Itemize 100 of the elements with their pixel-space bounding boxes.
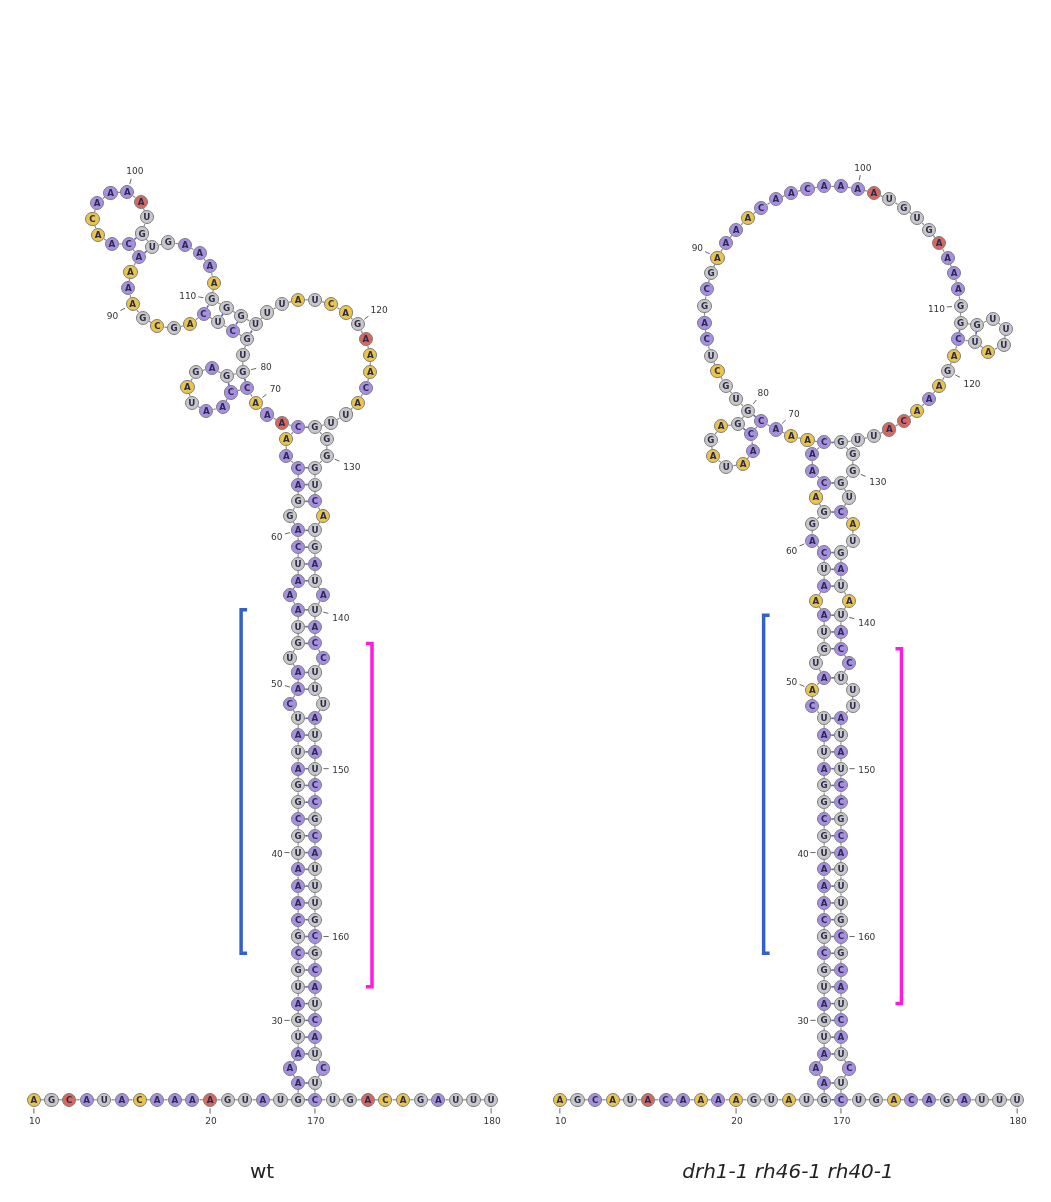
position-number: 140	[332, 613, 350, 622]
nucleotide-circle	[196, 306, 211, 321]
base-letter: G	[170, 323, 178, 333]
position-number: 90	[106, 311, 119, 321]
base-letter: C	[154, 321, 161, 331]
backbone-line	[317, 694, 321, 699]
backbone-line	[703, 312, 706, 317]
base-letter: C	[227, 388, 235, 397]
base-letter: A	[744, 213, 752, 223]
nucleotide-circle	[947, 266, 962, 281]
backbone-line	[314, 758, 316, 763]
backbone-line	[314, 1026, 316, 1031]
nucleotide-circle	[307, 879, 322, 894]
base-pair-line	[304, 688, 309, 691]
nucleotide-circle	[817, 545, 832, 560]
backbone-line	[292, 709, 296, 713]
backbone-line	[843, 1059, 847, 1063]
backbone-line	[823, 892, 825, 897]
backbone-line	[94, 224, 97, 229]
nucleotide-circle	[939, 1092, 954, 1107]
base-letter: C	[362, 383, 370, 393]
backbone-line	[202, 369, 206, 371]
base-pair-line	[975, 331, 978, 336]
backbone-line	[949, 263, 952, 268]
base-letter: C	[311, 797, 319, 807]
backbone-line	[704, 329, 707, 334]
base-letter: G	[925, 225, 933, 235]
nucleotide-circle	[719, 459, 734, 474]
base-letter: G	[872, 1095, 880, 1105]
backbone-line	[729, 234, 733, 239]
base-letter: G	[973, 320, 981, 330]
base-pair-line	[304, 952, 309, 955]
backbone-line	[317, 1059, 321, 1063]
backbone-line	[259, 316, 264, 321]
nucleotide-circle	[358, 331, 373, 346]
base-letter: U	[469, 1095, 478, 1105]
nucleotide-circle	[800, 433, 815, 448]
backbone-line	[845, 516, 849, 520]
base-letter: A	[206, 1095, 214, 1105]
base-letter: G	[323, 434, 331, 444]
backbone-line	[766, 202, 771, 205]
position-number: 70	[788, 409, 800, 419]
backbone-line	[314, 633, 316, 637]
nucleotide-circle	[932, 378, 947, 393]
nucleotide-circle	[845, 699, 860, 714]
base-letter: U	[311, 1049, 319, 1059]
base-letter: A	[960, 1095, 968, 1105]
base-pair-line	[742, 427, 747, 431]
nucleotide-circle	[307, 682, 322, 697]
backbone-line	[367, 378, 370, 382]
base-letter: A	[679, 1095, 687, 1105]
nucleotide-circle	[729, 391, 744, 407]
base-letter: A	[259, 1095, 267, 1105]
backbone-line	[297, 842, 299, 847]
base-letter: U	[294, 848, 302, 857]
nucleotide-circle	[710, 364, 725, 379]
nucleotide-circle	[711, 1092, 726, 1107]
position-number: 50	[785, 677, 798, 687]
backbone-line	[314, 553, 316, 558]
position-number: 90	[691, 243, 704, 253]
nucleotide-circle	[307, 494, 322, 509]
base-letter: A	[950, 268, 958, 278]
backbone-line	[823, 621, 825, 626]
nucleotide-circle	[291, 728, 306, 743]
base-letter: A	[294, 684, 302, 694]
backbone-line	[840, 791, 842, 796]
base-letter: C	[320, 1064, 327, 1073]
nucleotide-circle	[215, 399, 230, 415]
nucleotide-circle	[817, 996, 832, 1011]
backbone-line	[732, 464, 737, 467]
backbone-line	[314, 1043, 316, 1048]
backbone-line	[158, 243, 163, 246]
backbone-line	[840, 842, 842, 847]
base-letter: C	[837, 1016, 845, 1025]
base-letter: U	[626, 1095, 634, 1105]
backbone-line	[955, 345, 958, 350]
backbone-line	[93, 208, 96, 213]
nucleotide-circle	[730, 417, 745, 432]
backbone-line	[921, 222, 925, 226]
base-letter: C	[294, 542, 302, 552]
nucleotide-circle	[866, 185, 881, 200]
base-letter: A	[772, 195, 780, 204]
backbone-line	[242, 361, 244, 366]
nucleotide-circle	[307, 946, 322, 961]
backbone-line	[932, 390, 936, 395]
backbone-line	[847, 1099, 853, 1101]
backbone-line	[840, 942, 842, 947]
backbone-line	[823, 1026, 825, 1031]
base-letter: A	[137, 197, 145, 206]
backbone-line	[845, 475, 849, 479]
backbone-line	[566, 1099, 571, 1101]
backbone-line	[297, 859, 299, 863]
base-letter: C	[837, 932, 845, 941]
base-letter: C	[837, 644, 845, 654]
backbone-line	[314, 570, 316, 575]
backbone-line	[704, 295, 707, 300]
nucleotide-circle	[706, 449, 721, 464]
backbone-line	[843, 654, 847, 658]
backbone-line	[285, 445, 287, 450]
backbone-line	[823, 758, 825, 763]
